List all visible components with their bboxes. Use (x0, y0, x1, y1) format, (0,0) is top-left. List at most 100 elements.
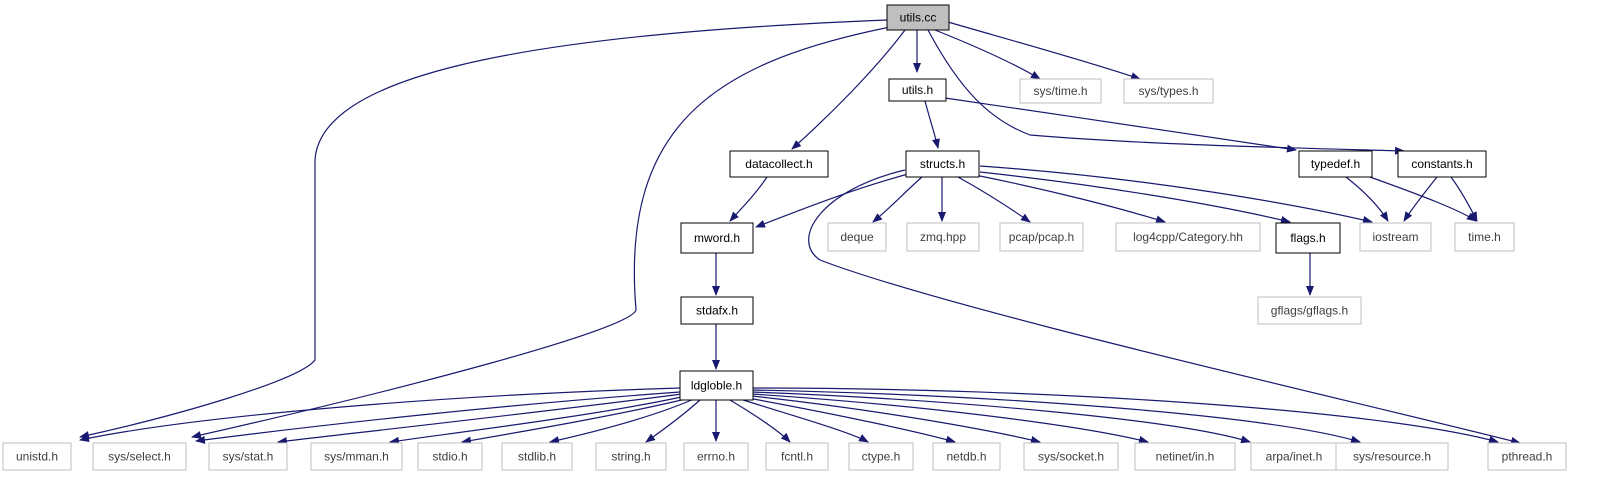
edge-ldgloble-h-to-sys-select-h (195, 391, 681, 444)
node-stdio-h: stdio.h (417, 442, 483, 471)
node-arpa-inet-h-label: arpa/inet.h (1266, 450, 1323, 464)
edge-structs-h-to-pthread-h (808, 169, 1521, 445)
node-typedef-h[interactable]: typedef.h (1298, 150, 1373, 178)
node-utils-h-box (888, 78, 947, 102)
node-stdafx-h-box (680, 296, 754, 325)
node-netdb-h-label: netdb.h (946, 450, 986, 464)
node-sys-resource-h-label: sys/resource.h (1353, 450, 1431, 464)
node-stdafx-h-label: stdafx.h (696, 304, 738, 318)
node-mword-h-label: mword.h (694, 231, 740, 245)
node-log4cpp-category-hh: log4cpp/Category.hh (1115, 222, 1261, 252)
node-stdlib-h-box (501, 442, 573, 471)
node-sys-time-h-box (1019, 78, 1102, 104)
node-pcap-pcap-h-label: pcap/pcap.h (1009, 230, 1074, 244)
edge-typedef-h-to-time-h (1369, 176, 1477, 222)
node-gflags-gflags-h-label: gflags/gflags.h (1271, 304, 1348, 318)
node-flags-h-box (1275, 222, 1341, 254)
node-sys-resource-h-box (1335, 442, 1449, 471)
edge-ldgloble-h-to-sys-socket-h (751, 395, 1041, 444)
node-utils-h[interactable]: utils.h (888, 78, 947, 102)
node-deque-box (827, 222, 887, 252)
node-flags-h-label: flags.h (1290, 231, 1325, 245)
node-structs-h[interactable]: structs.h (905, 150, 980, 178)
node-log4cpp-category-hh-label: log4cpp/Category.hh (1133, 230, 1243, 244)
node-iostream-box (1359, 222, 1432, 252)
node-time-h-label: time.h (1468, 230, 1501, 244)
node-netdb-h-box (932, 442, 1001, 471)
node-netinet-in-h-label: netinet/in.h (1156, 450, 1215, 464)
node-sys-resource-h: sys/resource.h (1335, 442, 1449, 471)
node-structs-h-box (905, 150, 980, 178)
node-stdafx-h[interactable]: stdafx.h (680, 296, 754, 325)
node-constants-h-label: constants.h (1411, 157, 1472, 171)
node-constants-h[interactable]: constants.h (1397, 150, 1487, 178)
node-sys-types-h-box (1123, 78, 1214, 104)
node-stdlib-h-label: stdlib.h (518, 450, 556, 464)
node-sys-stat-h-box (208, 442, 288, 471)
node-sys-socket-h: sys/socket.h (1023, 442, 1119, 471)
node-fcntl-h-box (765, 442, 829, 471)
edge-datacollect-h-to-mword-h (729, 176, 768, 222)
edge-constants-h-to-iostream (1403, 176, 1438, 222)
node-sys-select-h-box (92, 442, 187, 471)
edge-structs-h-to-iostream (979, 165, 1373, 224)
edge-structs-h-to-mword-h (755, 173, 909, 228)
node-log4cpp-category-hh-box (1115, 222, 1261, 252)
edge-ldgloble-h-to-ctype-h (739, 398, 869, 443)
edge-utils-cc-to-unistd-h (79, 19, 889, 439)
node-stdio-h-label: stdio.h (432, 450, 467, 464)
node-constants-h-box (1397, 150, 1487, 178)
node-mword-h[interactable]: mword.h (680, 222, 754, 254)
node-arpa-inet-h-box (1250, 442, 1338, 471)
node-utils-cc-box (886, 4, 950, 31)
node-zmq-hpp: zmq.hpp (906, 222, 980, 252)
node-sys-socket-h-label: sys/socket.h (1038, 450, 1104, 464)
edge-ldgloble-h-to-sys-stat-h (277, 393, 683, 445)
node-flags-h[interactable]: flags.h (1275, 222, 1341, 254)
node-arpa-inet-h: arpa/inet.h (1250, 442, 1338, 471)
node-structs-h-label: structs.h (920, 157, 965, 171)
node-sys-mman-h-box (310, 442, 403, 471)
node-sys-select-h: sys/select.h (92, 442, 187, 471)
edge-ldgloble-h-to-string-h (645, 399, 701, 443)
edge-ldgloble-h-to-sys-mman-h (389, 395, 687, 445)
node-deque-label: deque (840, 230, 874, 244)
edge-utils-cc-to-sys-time-h (934, 29, 1041, 80)
node-pcap-pcap-h: pcap/pcap.h (999, 222, 1084, 252)
node-datacollect-h[interactable]: datacollect.h (729, 150, 829, 178)
node-pthread-h: pthread.h (1487, 442, 1567, 471)
node-ldgloble-h-label: ldgloble.h (691, 379, 742, 393)
node-pthread-h-label: pthread.h (1502, 450, 1553, 464)
node-stdlib-h: stdlib.h (501, 442, 573, 471)
edge-ldgloble-h-to-netinet-in-h (751, 393, 1149, 444)
node-datacollect-h-box (729, 150, 829, 178)
node-iostream: iostream (1359, 222, 1432, 252)
node-ctype-h-label: ctype.h (862, 450, 901, 464)
node-typedef-h-box (1298, 150, 1373, 178)
node-gflags-gflags-h-box (1257, 296, 1362, 325)
edge-structs-h-to-deque (872, 176, 923, 223)
node-stdio-h-box (417, 442, 483, 471)
edge-utils-h-to-structs-h (924, 100, 940, 149)
node-unistd-h-box (2, 442, 72, 471)
node-netdb-h: netdb.h (932, 442, 1001, 471)
node-utils-h-label: utils.h (902, 83, 933, 97)
node-sys-types-h-label: sys/types.h (1138, 84, 1198, 98)
edge-constants-h-to-time-h (1450, 176, 1478, 222)
node-errno-h-label: errno.h (697, 450, 735, 464)
node-sys-mman-h: sys/mman.h (310, 442, 403, 471)
edge-structs-h-to-pcap-pcap-h (957, 176, 1031, 223)
node-deque: deque (827, 222, 887, 252)
node-pcap-pcap-h-box (999, 222, 1084, 252)
node-errno-h-box (683, 442, 749, 471)
node-ctype-h-box (848, 442, 914, 471)
node-fcntl-h: fcntl.h (765, 442, 829, 471)
node-utils-cc[interactable]: utils.cc (886, 4, 950, 31)
node-time-h-box (1454, 222, 1515, 252)
edge-utils-h-to-typedef-h (944, 97, 1297, 153)
node-sys-types-h: sys/types.h (1123, 78, 1214, 104)
node-fcntl-h-label: fcntl.h (781, 450, 813, 464)
node-ldgloble-h[interactable]: ldgloble.h (679, 370, 754, 401)
dependency-edges (79, 19, 1521, 445)
node-ldgloble-h-box (679, 370, 754, 401)
